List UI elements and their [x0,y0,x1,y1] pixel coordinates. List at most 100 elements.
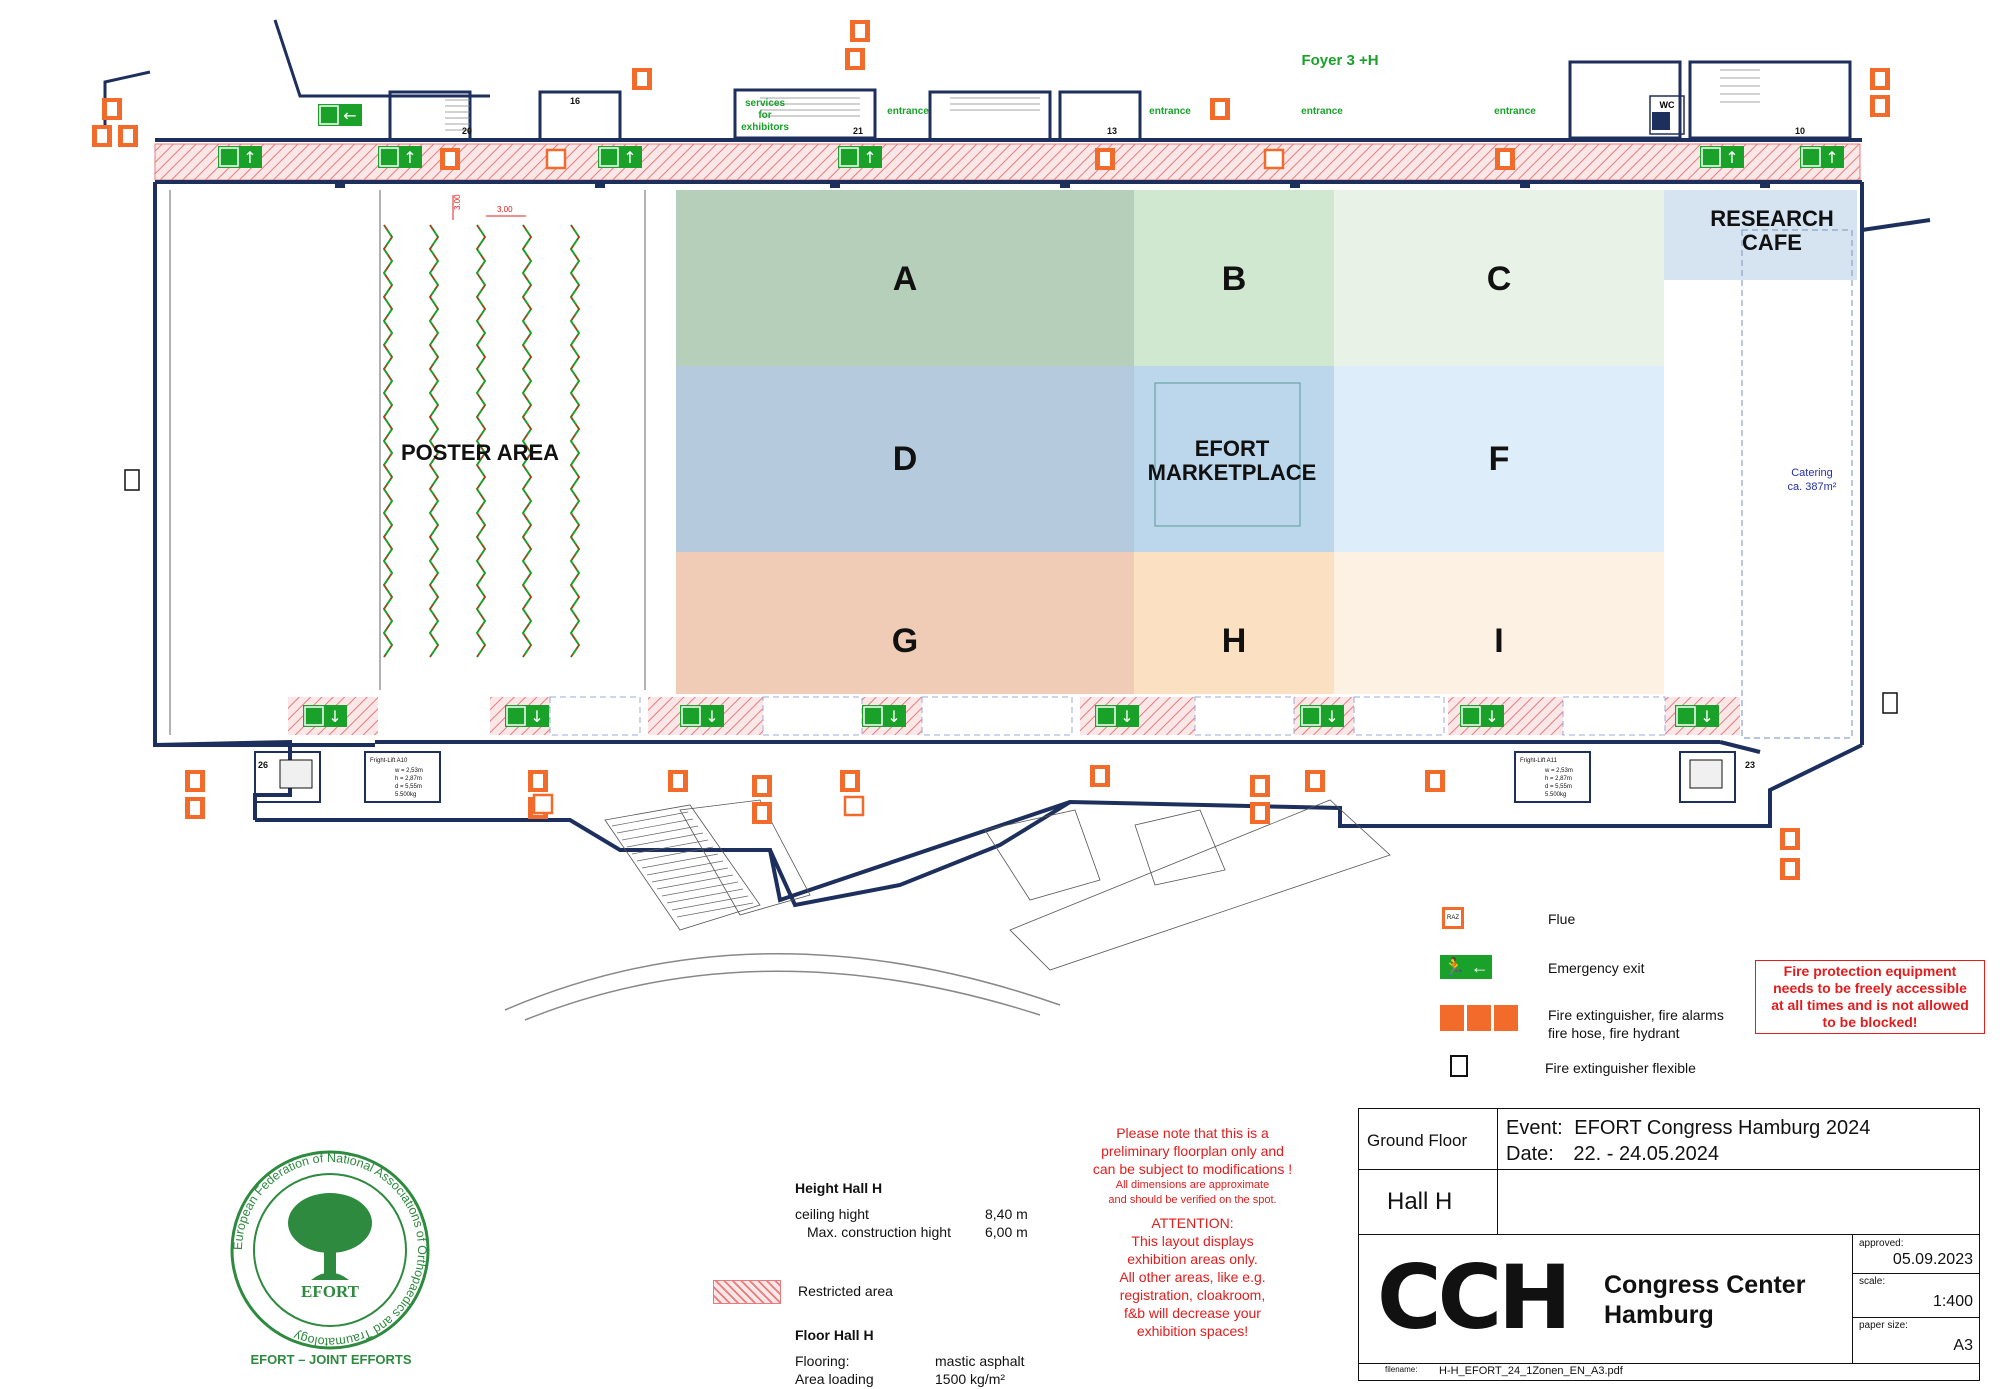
fire-equipment-sign [1305,770,1325,792]
fire-equipment-sign [850,20,870,42]
svg-text:↑: ↑ [403,148,416,167]
zone-a [676,190,1134,366]
construction-value: 6,00 m [985,1224,1028,1240]
svg-text:5.500kg: 5.500kg [1545,792,1566,798]
fire-warning-line4: to be blocked! [1822,1014,1918,1030]
room-number-16: 16 [570,96,580,106]
stair-step [636,846,714,862]
restricted-legend-label: Restricted area [798,1283,893,1299]
fire-equipment-icons [1440,1005,1520,1031]
attention-line6: exhibition spaces! [1136,1323,1249,1339]
tb-hall-cell: Hall H [1358,1169,1498,1235]
svg-text:d = 5,55m: d = 5,55m [395,784,422,790]
flue-sign [532,793,554,815]
poster-wall [428,224,440,658]
emergency-exit-sign: ↓ [862,705,906,727]
bridge-curve-outer [504,952,1061,1011]
fire-equipment-sign [185,797,205,819]
tb-paper-label: paper size: [1859,1320,1908,1331]
svg-text:↓: ↓ [530,707,543,726]
loading-value: 1500 kg/m² [935,1371,1006,1387]
svg-text:↓: ↓ [328,707,341,726]
dimension-marks [452,195,526,220]
south-stairs [604,799,1391,971]
legend-fire-line1: Fire extinguisher, fire alarms [1548,1007,1724,1023]
company-line1: Congress Center [1604,1271,1806,1299]
svg-text:↑: ↑ [863,148,876,167]
zone-label-a: A [893,260,918,298]
restricted-legend-swatch [713,1280,781,1304]
poster-walls [382,224,581,658]
fire-equipment-sign [102,98,122,120]
emergency-exit-sign: ↑ [218,146,262,168]
svg-text:↓: ↓ [705,707,718,726]
svg-text:↑: ↑ [1825,148,1838,167]
south-rooms [254,751,1736,803]
zone-g [676,552,1134,694]
floor-info: Floor Hall H Flooring: mastic asphalt Ar… [795,1327,1055,1389]
services-label-2: for [758,110,771,121]
svg-text:↓: ↓ [887,707,900,726]
note-line5: and should be verified on the spot. [1108,1194,1277,1206]
fire-equipment-sign [632,68,652,90]
preliminary-note: Please note that this is a preliminary f… [1070,1124,1315,1340]
tree-icon [288,1193,372,1280]
toilet-icon-right [1689,759,1723,789]
legend-flue-label: Flue [1548,911,1576,927]
zone-f [1334,366,1664,552]
catering-area [1741,229,1853,739]
fire-warning-line3: at all times and is not allowed [1771,997,1969,1013]
emergency-exit-icon: 🏃 ← [1440,955,1492,979]
emergency-exit-sign: ← [318,104,362,126]
floor-title: Floor Hall H [795,1327,874,1343]
stair-step [661,881,739,897]
title-block: Ground Floor Event: EFORT Congress Hambu… [1358,1108,1980,1381]
wc-label: WC [1660,100,1675,110]
fire-equipment-sign [845,48,865,70]
stair-step [621,825,699,841]
zone-label-d: D [893,440,918,478]
tb-meta-cell: approved: 05.09.2023 scale: 1:400 paper … [1852,1234,1980,1364]
attention-line5: f&b will decrease your [1124,1305,1261,1321]
fire-equipment-sign [1780,828,1800,850]
fire-equipment-sign [752,775,772,797]
attention-title: ATTENTION: [1151,1215,1234,1231]
entrance-label-3: entrance [1301,106,1343,117]
svg-text:↑: ↑ [623,148,636,167]
company-line2: Hamburg [1604,1301,1714,1329]
stair-step [651,867,729,883]
svg-text:Fright-Lift A10: Fright-Lift A10 [370,758,408,764]
stair-step [631,839,709,855]
zone-c [1334,190,1664,366]
room-number-10: 10 [1795,126,1805,136]
room-number-20: 20 [462,126,472,136]
room-number-23: 23 [1745,760,1755,770]
emergency-exit-sign: ↑ [378,146,422,168]
fire-equipment-sign [185,770,205,792]
svg-text:w = 2,53m: w = 2,53m [1544,768,1573,774]
flue-icon: RAZ [1442,907,1464,929]
fire-warning: Fire protection equipment needs to be fr… [1755,960,1985,1034]
svg-text:d = 5,55m: d = 5,55m [1545,784,1572,790]
entrance-label-1: entrance [887,106,929,117]
tb-scale-label: scale: [1859,1276,1886,1287]
svg-text:Fright-Lift A11: Fright-Lift A11 [1520,758,1558,764]
emergency-exit-sign: ↑ [598,146,642,168]
zone-label-b: B [1222,260,1247,298]
tb-scale-value: 1:400 [1932,1293,1973,1310]
tb-hall: Hall H [1387,1188,1453,1215]
svg-text:←: ← [343,106,356,125]
cch-logo: CCH [1377,1246,1572,1349]
tb-floor: Ground Floor [1367,1131,1468,1150]
room-number-13: 13 [1107,126,1117,136]
loading-label: Area loading [795,1371,874,1387]
tb-approved-value: 05.09.2023 [1892,1251,1973,1268]
flooring-value: mastic asphalt [935,1353,1025,1369]
catering-label-2: ca. 387m² [1788,481,1837,493]
zone-marketplace [1134,366,1334,552]
svg-text:h = 2,87m: h = 2,87m [1545,776,1572,782]
stair-step [611,811,689,827]
emergency-exit-sign: ↓ [1675,705,1719,727]
fire-warning-line1: Fire protection equipment [1783,963,1957,979]
